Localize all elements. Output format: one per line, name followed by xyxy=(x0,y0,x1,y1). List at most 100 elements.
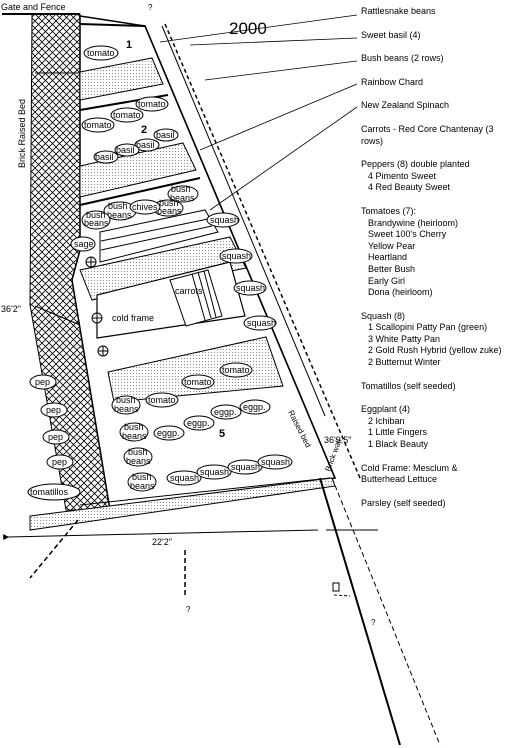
plant-label-pep: pep xyxy=(35,377,50,387)
plant-label-tomato: tomato xyxy=(138,99,166,109)
plant-label-pep: pep xyxy=(46,405,61,415)
legend-entry-detail: Early Girl xyxy=(368,275,406,286)
legend-entry-title: Tomatillos (self seeded) xyxy=(361,380,456,391)
question-mark: ? xyxy=(186,605,191,614)
plant-label-bush: bush xyxy=(159,198,179,208)
plant-label-tomato: tomato xyxy=(148,395,176,405)
gate-label: Gate and Fence xyxy=(1,2,66,12)
legend-entry-title: Eggplant (4) xyxy=(361,404,411,415)
legend-entry-detail: 1 Scallopini Patty Pan (green) xyxy=(368,322,488,333)
crossed-circle-markers xyxy=(85,256,109,357)
legend-entry-detail: 4 Red Beauty Sweet xyxy=(368,182,451,193)
bed-bottom-edge xyxy=(79,477,331,506)
bed-divider xyxy=(79,23,146,27)
plant-label-beans: beans xyxy=(107,210,132,220)
cold-frame-label: cold frame xyxy=(112,313,154,323)
legend-entry: New Zealand Spinach xyxy=(361,100,503,112)
plant-label-bush: bush xyxy=(116,395,136,405)
legend-entry-title: Cold Frame: Mesclum & Butterhead Lettuce xyxy=(361,462,458,485)
path-strip-1 xyxy=(79,57,164,101)
brick-wall-line xyxy=(319,477,401,746)
plant-label-eggp: eggp. xyxy=(214,407,237,417)
path-strip-4 xyxy=(107,336,284,403)
carrot-row xyxy=(191,273,206,321)
plant-label-eggp: eggp. xyxy=(187,418,210,428)
bed-divider xyxy=(79,177,201,206)
plant-label-tomato: tomato xyxy=(113,110,141,120)
plant-label-bush: bush xyxy=(132,472,152,482)
legend-entry: Tomatoes (7):Brandywine (heirloom)Sweet … xyxy=(361,206,503,299)
legend-entry-title: Parsley (self seeded) xyxy=(361,497,446,508)
row-line xyxy=(100,218,209,242)
legend-entry-detail: Brandywine (heirloom) xyxy=(368,217,459,228)
plant-label-beans: beans xyxy=(84,218,109,228)
plant-label-squash: squash xyxy=(247,318,276,328)
legend-entry: Tomatillos (self seeded) xyxy=(361,381,503,393)
plant-label-beans: beans xyxy=(130,481,155,491)
carrot-row xyxy=(197,271,212,319)
carrot-row xyxy=(203,270,217,318)
legend-entry-detail: 4 Pimento Sweet xyxy=(368,170,437,181)
legend-entry: Rainbow Chard xyxy=(361,77,503,89)
plant-label-squash: squash xyxy=(170,473,199,483)
legend-entry-title: Carrots - Red Core Chantenay (3 rows) xyxy=(361,123,494,146)
legend-entry-detail: Sweet 100's Cherry xyxy=(368,229,447,240)
plant-label-bush: bush xyxy=(171,184,191,194)
bed-number-5: 5 xyxy=(219,428,225,440)
legend-entry-detail: Yellow Pear xyxy=(368,240,416,251)
legend-entry-detail: 2 Butternut Winter xyxy=(368,357,441,368)
brick-bed-label: Brick Raised Bed xyxy=(17,99,27,168)
legend-entry: Sweet basil (4) xyxy=(361,30,503,42)
plant-markers: tomato tomato tomato tomato basil basil … xyxy=(27,45,293,501)
legend-entry-title: Peppers (8) double planted xyxy=(361,159,470,170)
legend-entry-detail: 3 White Patty Pan xyxy=(368,333,441,344)
legend-entry: Parsley (self seeded) xyxy=(361,498,503,510)
plant-label-eggp: eggp. xyxy=(157,428,180,438)
wall-dash xyxy=(333,594,351,597)
plant-label-beans: beans xyxy=(170,193,195,203)
bed-number-2: 2 xyxy=(141,124,147,136)
legend-entry-title: Bush beans (2 rows) xyxy=(361,53,444,64)
wall-post xyxy=(332,582,340,592)
plant-label-beans: beans xyxy=(114,404,139,414)
width-dimension-label: 22'2" xyxy=(152,537,172,547)
ref-dash-left xyxy=(29,519,79,579)
legend-entry-detail: Dona (heirloom) xyxy=(368,287,433,298)
brick-wall-dashed xyxy=(331,477,441,746)
legend-entry-detail: 2 Gold Rush Hybrid (yellow zuke) xyxy=(368,345,502,356)
legend-entry: Cold Frame: Mesclum & Butterhead Lettuce xyxy=(361,463,503,486)
legend-entry-title: Sweet basil (4) xyxy=(361,29,421,40)
plant-label-pep: pep xyxy=(52,457,67,467)
legend-entry-title: Tomatoes (7): xyxy=(361,205,417,216)
width-dimension-line xyxy=(3,529,319,541)
legend-entry-detail: 1 Black Beauty xyxy=(368,439,429,450)
plant-label-chives: chives xyxy=(132,202,158,212)
plan-year: 2000 xyxy=(229,19,267,38)
plant-label-beans: beans xyxy=(157,206,182,216)
legend-entry-detail: Heartland xyxy=(368,252,408,263)
plant-label-basil: basil xyxy=(95,152,114,162)
plant-label-squash: squash xyxy=(222,251,251,261)
plant-label-tomato: tomato xyxy=(87,48,115,58)
plant-label-squash: squash xyxy=(236,283,265,293)
row-line xyxy=(100,225,213,251)
plant-label-basil: basil xyxy=(156,130,175,140)
plant-label-bush: bush xyxy=(128,447,148,457)
plant-label-beans: beans xyxy=(126,456,151,466)
sage-label: sage xyxy=(74,239,94,249)
legend-entry: Squash (8)1 Scallopini Patty Pan (green)… xyxy=(361,311,503,369)
plant-label-squash: squash xyxy=(231,462,260,472)
legend-entry: Rattlesnake beans xyxy=(361,6,503,18)
plant-label-bush: bush xyxy=(86,210,106,220)
plant-label-beans: beans xyxy=(122,431,147,441)
legend-entry-title: Rainbow Chard xyxy=(361,76,424,87)
question-mark: ? xyxy=(371,618,376,627)
legend-entry: Bush beans (2 rows) xyxy=(361,53,503,65)
leader-lines xyxy=(159,14,358,211)
legend-entry-title: Rattlesnake beans xyxy=(361,6,436,16)
plant-label-basil: basil xyxy=(116,145,135,155)
